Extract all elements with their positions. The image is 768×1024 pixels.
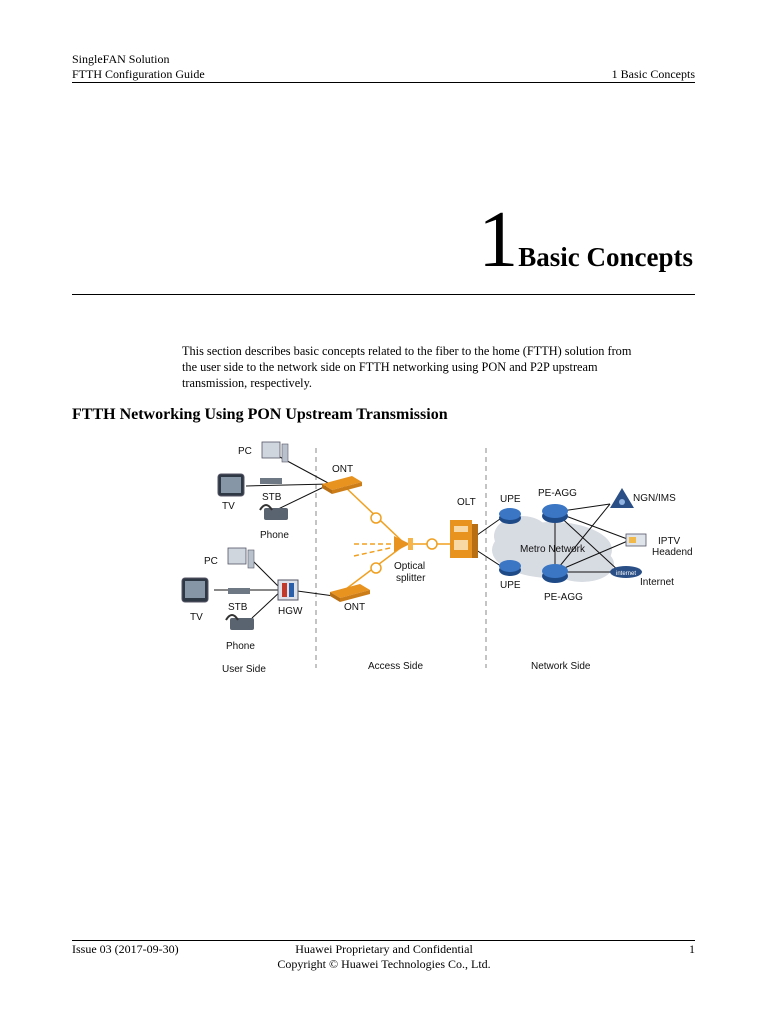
label-upe: UPE: [500, 580, 521, 591]
stb-icon: [228, 588, 250, 594]
internet-icon-label: internet: [616, 571, 636, 577]
footer-rule: [72, 940, 695, 941]
header-guide: FTTH Configuration Guide: [72, 67, 205, 81]
label-headend: Headend: [652, 547, 693, 558]
label-phone: Phone: [226, 641, 255, 652]
internet-cloud-icon: internet: [610, 566, 642, 578]
chapter-heading: 1Basic Concepts: [478, 200, 693, 280]
ethernet-links: [214, 455, 631, 619]
tv-icon: [217, 473, 245, 497]
header-rule: [72, 82, 695, 83]
label-tv: TV: [222, 501, 235, 512]
label-optical: Optical: [394, 561, 425, 572]
section-heading: FTTH Networking Using PON Upstream Trans…: [72, 406, 448, 423]
iptv-headend-icon: [625, 533, 647, 547]
ont-device-icon: [322, 476, 362, 494]
olt-device-icon: [450, 520, 478, 558]
hgw-device-icon: [277, 579, 299, 601]
ngn-ims-icon: [610, 488, 634, 508]
label-user-side: User Side: [222, 664, 266, 675]
intro-paragraph: This section describes basic concepts re…: [182, 343, 631, 391]
pe-agg-router-icon: [542, 504, 568, 523]
label-network-side: Network Side: [531, 661, 591, 672]
phone-icon: [225, 614, 254, 630]
ont-device-icon: [330, 584, 370, 602]
label-pe-agg: PE-AGG: [538, 488, 577, 499]
footer-copyright: Copyright © Huawei Technologies Co., Ltd…: [277, 957, 491, 971]
metro-network-cloud: [492, 516, 614, 582]
label-stb: STB: [262, 492, 282, 503]
ftth-network-diagram: internet PC TV STB Phone ONT PC TV STB P…: [181, 441, 693, 675]
tv-icon: [181, 577, 209, 603]
label-metro-network: Metro Network: [520, 544, 586, 555]
pc-icon: [261, 441, 289, 463]
footer-issue: Issue 03 (2017-09-30): [72, 942, 179, 956]
label-splitter: splitter: [396, 573, 426, 584]
optical-splitter-icon: [394, 536, 413, 552]
label-hgw: HGW: [278, 606, 303, 617]
header-chapter-ref: 1 Basic Concepts: [611, 67, 695, 81]
label-pc: PC: [204, 556, 218, 567]
fiber-links: [341, 483, 454, 593]
label-pc: PC: [238, 446, 252, 457]
chapter-rule: [72, 294, 695, 295]
upe-router-icon: [499, 508, 521, 524]
intro-line: This section describes basic concepts re…: [182, 344, 632, 358]
intro-line: transmission, respectively.: [182, 376, 312, 390]
label-iptv: IPTV: [658, 536, 681, 547]
pc-icon: [227, 547, 255, 569]
label-access-side: Access Side: [368, 661, 423, 672]
label-internet: Internet: [640, 577, 674, 588]
label-phone: Phone: [260, 530, 289, 541]
intro-line: the user side to the network side on FTT…: [182, 360, 598, 374]
label-upe: UPE: [500, 494, 521, 505]
chapter-title: Basic Concepts: [518, 242, 693, 272]
label-ont: ONT: [332, 464, 353, 475]
label-ont: ONT: [344, 602, 365, 613]
stb-icon: [260, 478, 282, 484]
label-tv: TV: [190, 612, 203, 623]
chapter-number: 1: [478, 196, 519, 284]
label-ngn-ims: NGN/IMS: [633, 493, 676, 504]
header-product: SingleFAN Solution: [72, 52, 170, 66]
pe-agg-router-icon: [542, 564, 568, 583]
label-stb: STB: [228, 602, 248, 613]
footer-page-number: 1: [689, 942, 695, 956]
phone-icon: [259, 504, 288, 520]
upe-router-icon: [499, 560, 521, 576]
footer-confidential: Huawei Proprietary and Confidential: [295, 942, 473, 956]
label-olt: OLT: [457, 497, 476, 508]
label-pe-agg: PE-AGG: [544, 592, 583, 603]
